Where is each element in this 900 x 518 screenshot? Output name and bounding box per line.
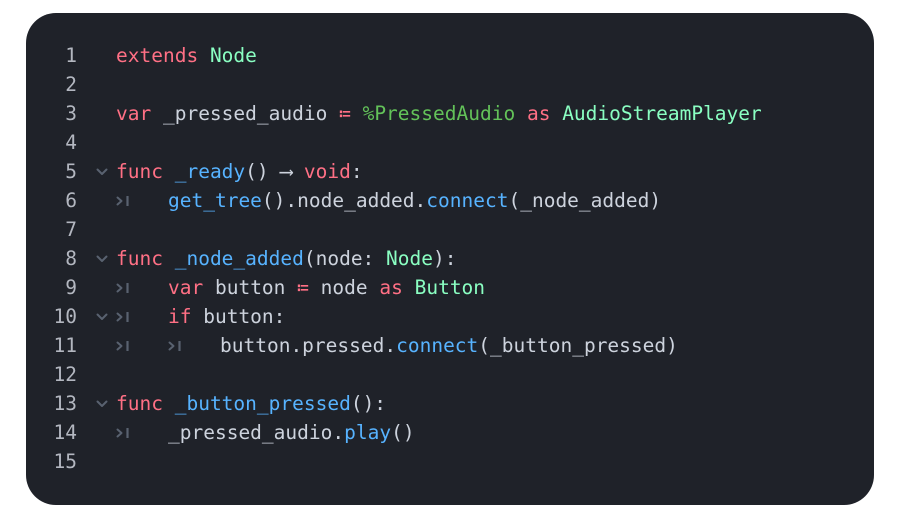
code-text: get_tree().node_added.connect(_node_adde… — [116, 186, 661, 215]
chevron-down-icon[interactable] — [95, 157, 109, 186]
code-line[interactable]: 10 if button: — [26, 302, 874, 331]
code-editor[interactable]: 1 extends Node 2 3 var _pressed_audio ≔ %Pre… — [26, 13, 874, 505]
code-token — [403, 276, 415, 299]
code-token — [163, 392, 175, 415]
code-token: ≔ — [297, 276, 309, 299]
code-token: ().node_added. — [261, 189, 427, 212]
code-text: if button: — [116, 302, 285, 331]
code-token: () ⟶ — [245, 160, 304, 183]
code-line[interactable]: 1 extends Node — [26, 41, 874, 70]
tab-indent-icon — [116, 186, 168, 215]
code-text: var _pressed_audio ≔ %PressedAudio as Au… — [116, 99, 762, 128]
line-number: 7 — [65, 218, 77, 241]
line-number: 8 — [65, 247, 77, 270]
code-line[interactable]: 11 button.pressed.connect(_button_pressed… — [26, 331, 874, 360]
code-line[interactable]: 14 _pressed_audio.play() — [26, 418, 874, 447]
code-text: extends Node — [116, 41, 257, 70]
code-line[interactable]: 9 var button ≔ node as Button — [26, 273, 874, 302]
code-line[interactable]: 6 get_tree().node_added.connect(_node_add… — [26, 186, 874, 215]
line-number: 1 — [65, 44, 77, 67]
code-line[interactable]: 7 — [26, 215, 874, 244]
code-token: () — [391, 421, 415, 444]
code-token: func — [116, 392, 163, 415]
chevron-down-icon[interactable] — [95, 302, 109, 331]
code-token: Node — [386, 247, 434, 270]
code-token: button: — [191, 305, 286, 328]
line-number: 11 — [53, 334, 77, 357]
code-token: extends — [116, 44, 199, 67]
code-token: void — [303, 160, 351, 183]
code-token: func — [116, 247, 163, 270]
line-number: 2 — [65, 73, 77, 96]
code-token: func — [116, 160, 163, 183]
line-number: 5 — [65, 160, 77, 183]
code-token: node — [308, 276, 380, 299]
code-text: func _node_added(node: Node): — [116, 244, 457, 273]
code-text: _pressed_audio.play() — [116, 418, 415, 447]
tab-indent-icon — [116, 273, 168, 302]
line-number: 12 — [53, 363, 77, 386]
code-token: (): — [350, 392, 387, 415]
code-token: _button_pressed — [174, 392, 351, 415]
line-number: 14 — [53, 421, 77, 444]
code-token: as — [526, 102, 551, 125]
code-token: (node: — [303, 247, 387, 270]
code-token: _pressed_audio. — [168, 421, 345, 444]
code-line[interactable]: 2 — [26, 70, 874, 99]
code-token: Button — [414, 276, 486, 299]
code-token — [163, 247, 175, 270]
code-token: var — [168, 276, 204, 299]
line-number: 13 — [53, 392, 77, 415]
line-number: 15 — [53, 450, 77, 473]
line-number: 3 — [65, 102, 77, 125]
code-line[interactable]: 5 func _ready() ⟶ void: — [26, 157, 874, 186]
line-number: 10 — [53, 305, 77, 328]
tab-indent-icon — [116, 302, 168, 331]
code-token — [550, 102, 562, 125]
code-token: button — [203, 276, 298, 299]
code-line[interactable]: 15 — [26, 447, 874, 476]
code-token: connect — [396, 334, 479, 357]
line-number: 9 — [65, 276, 77, 299]
tab-indent-icon — [116, 331, 168, 360]
line-number: 6 — [65, 189, 77, 212]
code-token: connect — [426, 189, 509, 212]
code-token: %PressedAudio — [362, 102, 516, 125]
code-text: button.pressed.connect(_button_pressed) — [116, 331, 678, 360]
code-token: button.pressed. — [220, 334, 397, 357]
code-token: if — [168, 305, 192, 328]
code-token — [163, 160, 175, 183]
code-token: ): — [433, 247, 457, 270]
tab-indent-icon — [116, 418, 168, 447]
code-token — [198, 44, 210, 67]
code-line[interactable]: 3 var _pressed_audio ≔ %PressedAudio as A… — [26, 99, 874, 128]
code-line[interactable]: 8 func _node_added(node: Node): — [26, 244, 874, 273]
tab-indent-icon — [168, 331, 220, 360]
code-line[interactable]: 12 — [26, 360, 874, 389]
code-token — [351, 102, 363, 125]
code-token: (_node_added) — [508, 189, 662, 212]
code-token: _node_added — [174, 247, 304, 270]
code-line[interactable]: 13 func _button_pressed(): — [26, 389, 874, 418]
chevron-down-icon[interactable] — [95, 389, 109, 418]
chevron-down-icon[interactable] — [95, 244, 109, 273]
code-text: func _ready() ⟶ void: — [116, 157, 363, 186]
code-text: func _button_pressed(): — [116, 389, 386, 418]
code-token: AudioStreamPlayer — [562, 102, 762, 125]
code-token: ≔ — [339, 102, 351, 125]
code-text: var button ≔ node as Button — [116, 273, 485, 302]
code-token: Node — [209, 44, 257, 67]
code-token — [515, 102, 527, 125]
code-token: as — [379, 276, 403, 299]
code-token: : — [350, 160, 363, 183]
code-token: play — [344, 421, 392, 444]
code-token: _ready — [174, 160, 246, 183]
code-token: _pressed_audio — [151, 102, 340, 125]
code-token: (_button_pressed) — [478, 334, 678, 357]
code-line[interactable]: 4 — [26, 128, 874, 157]
code-token: var — [116, 102, 152, 125]
line-number: 4 — [65, 131, 77, 154]
code-token: get_tree — [168, 189, 262, 212]
